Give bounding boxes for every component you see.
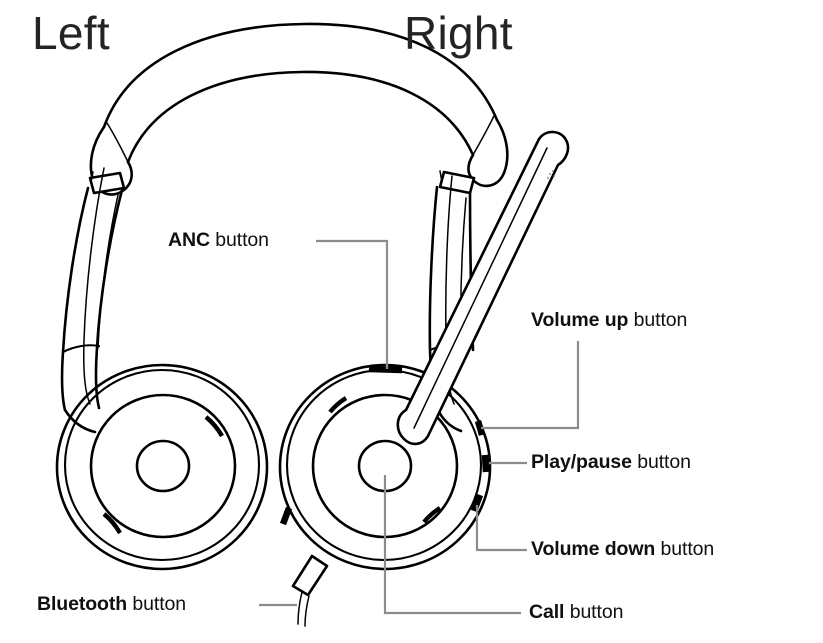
boom-mic-body bbox=[396, 130, 570, 446]
connector-wire-b bbox=[304, 595, 310, 627]
callout-anc-emphasis: ANC bbox=[168, 229, 210, 251]
side-label-left: Left bbox=[32, 7, 110, 59]
callout-volume-down-emphasis: Volume down bbox=[531, 538, 656, 560]
callout-volume-down: Volume down button bbox=[531, 538, 715, 560]
callout-volume-up-suffix: button bbox=[628, 309, 688, 331]
callout-volume-up: Volume up button bbox=[531, 309, 688, 331]
left-arm-slot-inner bbox=[97, 194, 119, 349]
callout-play-pause: Play/pause button bbox=[531, 451, 691, 473]
headband-right-seam bbox=[472, 115, 495, 156]
callout-bluetooth-suffix: button bbox=[127, 593, 187, 615]
left-arm-joint-line bbox=[61, 344, 101, 354]
side-label-right: Right bbox=[404, 7, 513, 59]
callout-play-pause-suffix: button bbox=[631, 451, 691, 473]
anc-button-mark bbox=[368, 365, 403, 374]
boom-mic-seam bbox=[413, 147, 548, 429]
right-earcup-vent-bottom bbox=[422, 506, 442, 524]
headband-right-endcap bbox=[467, 118, 509, 188]
bluetooth-button-mark bbox=[279, 506, 293, 526]
leader-volume-up bbox=[481, 341, 580, 430]
cable-connector-group bbox=[291, 554, 329, 627]
left-earcup-vent-bottom bbox=[102, 512, 122, 535]
callout-call-suffix: button bbox=[564, 601, 624, 623]
left-arm-outer bbox=[60, 186, 90, 412]
play-pause-button-mark bbox=[481, 454, 490, 473]
leader-lines-group bbox=[259, 239, 580, 615]
left-earcup-center-dome bbox=[135, 439, 191, 493]
left-hinge-block bbox=[88, 171, 126, 195]
headband-group bbox=[89, 22, 509, 196]
leader-call bbox=[383, 475, 521, 615]
headband-left-seam bbox=[106, 122, 129, 163]
headband-left-endcap bbox=[89, 125, 133, 196]
leader-anc bbox=[316, 239, 389, 369]
volume-up-button-mark bbox=[474, 420, 486, 436]
callout-bluetooth-emphasis: Bluetooth bbox=[37, 593, 128, 615]
boom-microphone-group bbox=[396, 130, 570, 446]
right-hinge-pin bbox=[439, 170, 443, 183]
leader-volume-down bbox=[475, 505, 527, 552]
headband-inner-arc bbox=[126, 70, 475, 164]
left-arm-group bbox=[60, 167, 126, 434]
left-earcup-group bbox=[55, 363, 269, 571]
callout-play-pause-emphasis: Play/pause bbox=[531, 451, 632, 473]
callout-volume-down-suffix: button bbox=[655, 538, 715, 560]
connector-plug-body bbox=[291, 554, 329, 597]
left-earcup-rim-inner bbox=[63, 368, 261, 562]
headband-outer-arc bbox=[102, 22, 499, 129]
connector-wire-a bbox=[297, 591, 303, 625]
left-earcup-outer-shell bbox=[55, 363, 269, 571]
volume-down-button-mark bbox=[470, 493, 484, 513]
left-earcup-vent-top bbox=[204, 415, 224, 438]
left-earcup-cushion bbox=[89, 393, 237, 539]
left-arm-foot bbox=[63, 408, 97, 434]
callout-bluetooth: Bluetooth button bbox=[37, 593, 187, 615]
callout-call: Call button bbox=[529, 601, 624, 623]
left-hinge-pin bbox=[90, 171, 94, 183]
right-earcup-vent-top bbox=[328, 396, 348, 414]
callout-volume-up-emphasis: Volume up bbox=[531, 309, 629, 331]
boom-mic-mesh-dot bbox=[547, 170, 555, 179]
callout-anc-suffix: button bbox=[209, 229, 269, 251]
callout-call-emphasis: Call bbox=[529, 601, 565, 623]
callout-anc: ANC button bbox=[168, 229, 269, 251]
left-arm-slot-outer bbox=[83, 167, 105, 405]
